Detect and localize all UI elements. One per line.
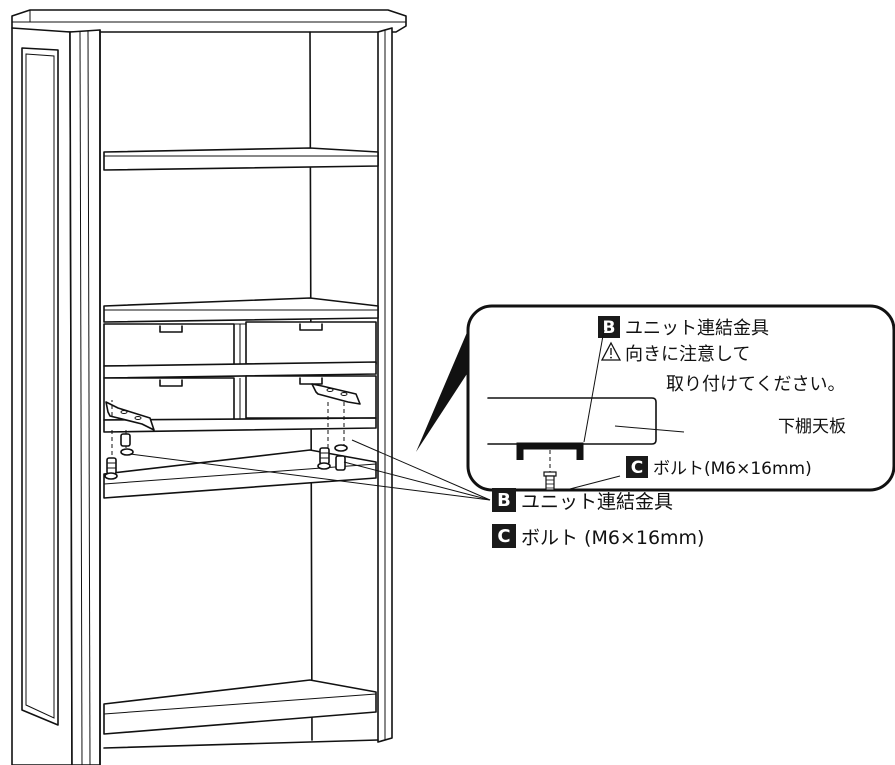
inset-bolt-label: ボルト(M6×16mm) bbox=[653, 459, 812, 479]
inset-panel-label: 下棚天板 bbox=[778, 417, 846, 437]
inset-line-1: ユニット連結金具 bbox=[625, 318, 769, 339]
bracket-profile bbox=[516, 442, 584, 460]
badge-c-inset-letter: C bbox=[631, 458, 643, 478]
top-crown bbox=[11, 9, 407, 33]
shelf-bottom bbox=[103, 679, 377, 735]
shelf-1 bbox=[103, 147, 379, 171]
callout-bolt-label: ボルト (M6×16mm) bbox=[521, 527, 704, 549]
panel-cross-section bbox=[487, 329, 685, 445]
bolts-left bbox=[104, 433, 134, 480]
bracket-right bbox=[311, 383, 361, 450]
bookcase bbox=[11, 9, 491, 765]
parts-callout: B ユニット連結金具 C ボルト (M6×16mm) bbox=[492, 488, 704, 549]
badge-c-inset bbox=[626, 456, 648, 478]
drawer-unit bbox=[103, 321, 377, 433]
badge-b bbox=[492, 488, 516, 512]
bolts-right bbox=[317, 444, 348, 471]
badge-c-letter: C bbox=[497, 526, 510, 547]
callout-bracket-label: ユニット連結金具 bbox=[521, 491, 673, 513]
bolt-icon bbox=[543, 471, 557, 491]
badge-b-inset-letter: B bbox=[603, 318, 616, 338]
left-side-panel bbox=[11, 27, 73, 765]
inset-line-3: 取り付けてください。 bbox=[666, 374, 845, 395]
inset-pointer bbox=[416, 330, 476, 452]
warning-triangle-icon bbox=[600, 341, 622, 361]
badge-c bbox=[492, 524, 516, 548]
front-left-stile bbox=[69, 29, 101, 765]
detail-inset: B ユニット連結金具 向きに注意して 取り付けてください。 下棚天板 bbox=[416, 304, 895, 492]
left-side-inset bbox=[21, 47, 59, 726]
badge-b-letter: B bbox=[497, 490, 511, 511]
inset-line-2: 向きに注意して bbox=[625, 344, 750, 365]
